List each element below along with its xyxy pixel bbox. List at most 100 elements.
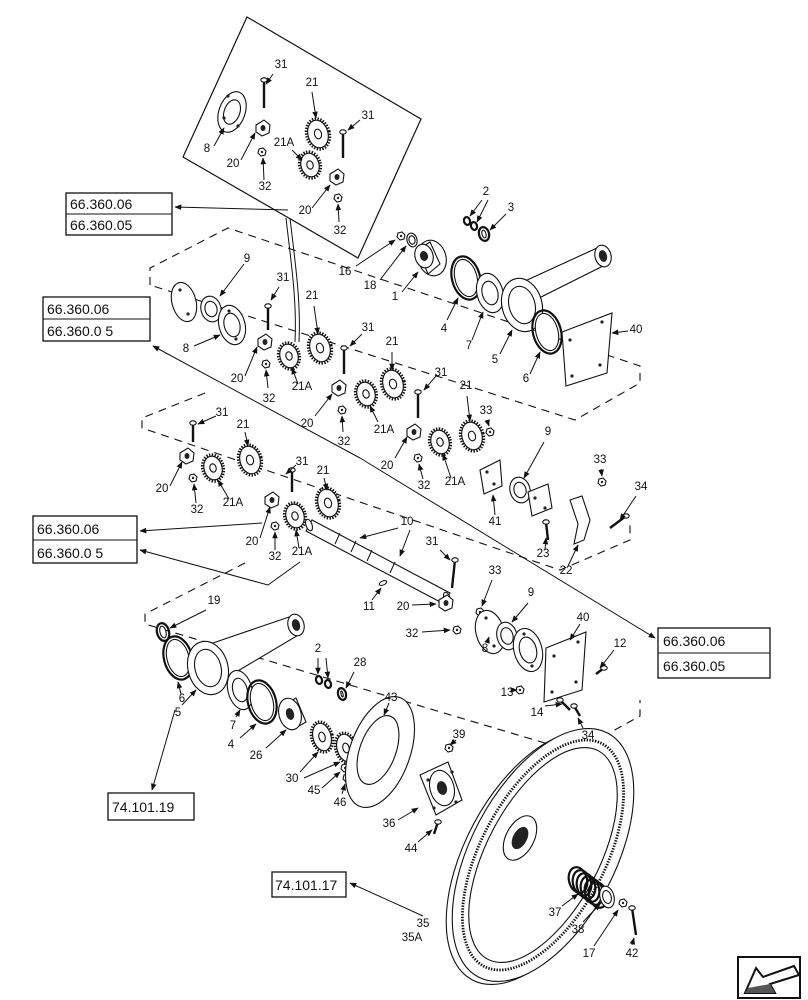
leader-arrow — [417, 829, 433, 843]
bolt-hole — [492, 482, 496, 486]
ref-upper-code[interactable]: 66.360.06 — [663, 633, 725, 649]
callout-number: 32 — [191, 504, 204, 516]
callout-number: 20 — [299, 205, 312, 217]
clamp — [255, 119, 271, 137]
detail-inset-frame — [182, 16, 422, 259]
bolt — [432, 819, 442, 835]
leader-arrow — [345, 671, 355, 689]
bolt-head — [628, 905, 636, 911]
nut-hole — [273, 524, 277, 528]
bolt — [339, 129, 347, 158]
nut — [270, 521, 280, 531]
section-code[interactable]: 74.101.17 — [275, 877, 337, 893]
bolt-hole — [450, 770, 454, 774]
leader-arrow — [259, 506, 271, 539]
nav-arrow-shade — [745, 984, 775, 993]
part-outline — [319, 679, 320, 681]
section-code[interactable]: 74.101.19 — [112, 799, 174, 815]
leader-arrow — [181, 689, 197, 706]
callout-number: 14 — [531, 707, 544, 719]
bolt-hole — [543, 506, 547, 510]
part-outline — [518, 636, 538, 664]
nut — [396, 231, 406, 241]
arrow-down-left-icon[interactable] — [737, 956, 801, 999]
inset-link-line — [285, 217, 296, 343]
nut-hole — [600, 480, 604, 484]
ref-link-box-1[interactable]: 66.360.06 66.360.05 — [65, 192, 173, 236]
callout-number: 32 — [406, 628, 419, 640]
part-outline — [511, 826, 529, 850]
leader-arrow — [394, 436, 408, 459]
key — [378, 579, 388, 587]
callout-number: 32 — [418, 480, 431, 492]
callout-number: 33 — [594, 454, 607, 466]
leader-arrow — [421, 627, 451, 634]
bolt-hole — [186, 312, 190, 316]
ref-lower-code[interactable]: 66.360.0 5 — [47, 323, 113, 339]
callout-number: 4 — [228, 739, 235, 751]
ref-link-box-4[interactable]: 66.360.06 66.360.05 — [657, 627, 771, 679]
bolt-hole — [492, 644, 496, 648]
callout-number: 46 — [334, 797, 347, 809]
leader-arrow — [285, 464, 297, 475]
ref-upper-code[interactable]: 66.360.06 — [37, 521, 99, 537]
ref-lower-code[interactable]: 66.360.05 — [663, 658, 725, 674]
part-outline — [500, 627, 514, 645]
ref-link-box-2[interactable]: 66.360.06 66.360.0 5 — [42, 296, 151, 342]
callout-number: 6 — [523, 373, 529, 385]
section-link-1[interactable]: 74.101.19 — [107, 792, 195, 821]
plate — [479, 459, 503, 495]
bolt-hole — [222, 116, 226, 120]
leader-arrow — [335, 203, 342, 223]
leader-arrow — [449, 738, 457, 746]
callout-number: 37 — [549, 907, 562, 919]
part-outline — [378, 579, 388, 587]
leader-arrow — [321, 771, 341, 789]
bolt — [556, 697, 571, 711]
bolt — [189, 420, 197, 442]
bolt-hole — [550, 690, 554, 694]
plate-outline — [479, 459, 503, 495]
gear — [276, 341, 302, 371]
ref-lower-code[interactable]: 66.360.0 5 — [37, 545, 103, 561]
leader-arrow — [593, 909, 619, 947]
plate — [543, 631, 587, 703]
ref-link-box-3[interactable]: 66.360.06 66.360.0 5 — [32, 515, 138, 564]
leader-arrow — [499, 329, 513, 355]
callout-number: 2 — [483, 186, 489, 198]
ref-lower-code[interactable]: 66.360.05 — [70, 217, 132, 233]
callout-leaders — [169, 73, 637, 947]
bolt-head — [414, 389, 422, 395]
callout-number: 21A — [223, 497, 244, 509]
bolt-hole — [530, 664, 534, 668]
leader-arrow — [240, 132, 256, 161]
callout-number: 9 — [528, 587, 534, 599]
plate — [217, 91, 247, 133]
part-outline — [579, 875, 601, 903]
leader-arrow — [481, 579, 493, 607]
ring — [323, 678, 333, 690]
ref-upper-code[interactable]: 66.360.06 — [70, 196, 132, 212]
leader-arrow — [313, 305, 320, 335]
bolt — [609, 513, 630, 529]
bearing — [509, 476, 531, 504]
bolt-hole — [432, 806, 436, 810]
callout-number: 41 — [489, 516, 502, 528]
part-outline — [246, 679, 278, 725]
part-outline — [602, 889, 612, 905]
callout-number: 5 — [492, 354, 498, 366]
part-outline — [362, 389, 370, 399]
callout-number: 32 — [259, 181, 272, 193]
callout-number: 8 — [482, 643, 488, 655]
bolt-head — [260, 77, 268, 83]
ref-upper-code[interactable]: 66.360.06 — [47, 301, 109, 317]
bearing — [475, 272, 505, 314]
clamp-hole — [336, 385, 342, 391]
leader-arrow — [219, 263, 245, 297]
clamp-hole — [334, 174, 340, 180]
leader-arrow — [569, 623, 581, 641]
callout-number: 21 — [237, 419, 250, 431]
bolt-hole — [236, 124, 240, 128]
section-link-2[interactable]: 74.101.17 — [271, 871, 347, 898]
